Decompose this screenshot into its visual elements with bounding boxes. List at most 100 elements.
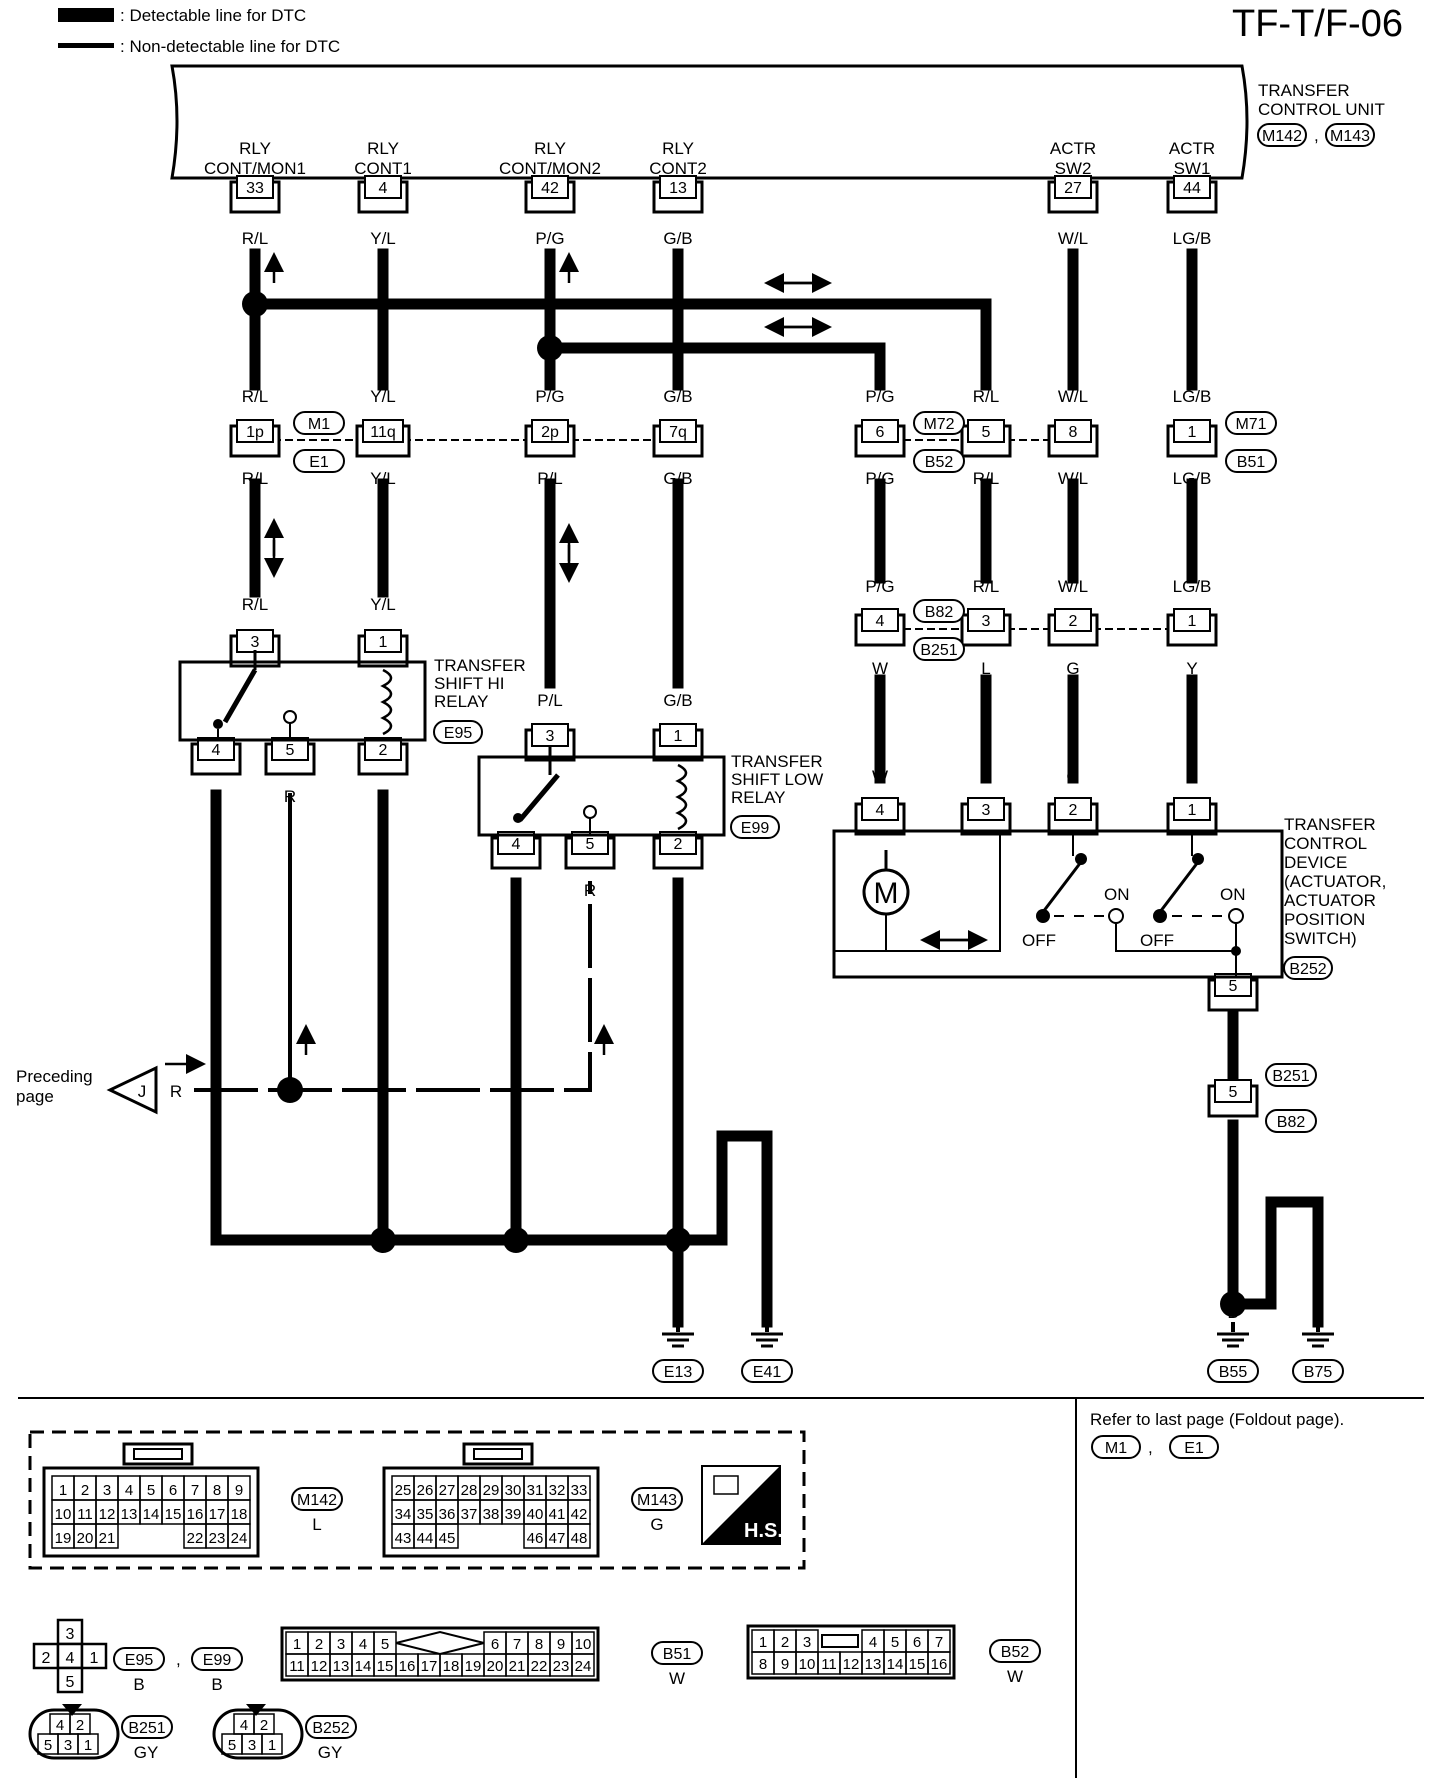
- svg-text:SHIFT LOW: SHIFT LOW: [731, 770, 823, 789]
- hi-relay-pin: 5: [264, 737, 316, 776]
- svg-text:Preceding: Preceding: [16, 1067, 93, 1086]
- wire-color-label: SW1: [1174, 159, 1211, 178]
- pin-number: 7: [191, 1482, 199, 1499]
- wire-color-label: ACTR: [1050, 139, 1096, 158]
- motor-symbol: M: [874, 877, 899, 910]
- svg-text:RELAY: RELAY: [731, 788, 786, 807]
- legend: : Detectable line for DTC : Non-detectab…: [58, 6, 340, 56]
- wire-color-label: G/B: [663, 387, 692, 406]
- svg-text:M1: M1: [1105, 1440, 1127, 1457]
- signal-arrows: [165, 252, 988, 1074]
- pin-number: 5: [381, 1636, 389, 1653]
- pin-number: 10: [55, 1506, 72, 1523]
- pin-number: 12: [311, 1658, 328, 1675]
- svg-text:ON: ON: [1220, 885, 1246, 904]
- wire-color-label: L: [312, 1515, 321, 1534]
- wire-color-label: R/L: [973, 387, 999, 406]
- pin-number: 18: [231, 1506, 248, 1523]
- tcu-terminal-pin: 44: [1166, 175, 1218, 214]
- wire-color-label: P/G: [535, 229, 564, 248]
- svg-text:E1: E1: [1184, 1440, 1204, 1457]
- pin-number: 4: [359, 1636, 367, 1653]
- pin-number: 2: [42, 1650, 51, 1667]
- pin-number: 4: [56, 1717, 64, 1734]
- wire-color-label: W: [669, 1669, 685, 1688]
- wire-color-label: R/L: [242, 469, 268, 488]
- jc-m71-b51-pin: 1: [1166, 419, 1218, 458]
- wires: [194, 248, 1324, 1328]
- pin-number: 4: [212, 742, 221, 759]
- pin-number: 12: [99, 1506, 116, 1523]
- pin-number: 9: [557, 1636, 565, 1653]
- wire-color-label: G: [1066, 767, 1079, 786]
- pin-number: 13: [333, 1658, 350, 1675]
- connector-id-oval: E95: [113, 1647, 165, 1671]
- wire-color-label: R: [284, 787, 296, 806]
- pin-number: 27: [1064, 180, 1082, 197]
- wire-color-label: L: [981, 767, 990, 786]
- wire-color-label: R/L: [973, 469, 999, 488]
- connector-id: B82: [925, 604, 954, 621]
- pin-number: 2: [76, 1717, 84, 1734]
- wire-color-label: Y/L: [370, 469, 396, 488]
- pin-number: 8: [213, 1482, 221, 1499]
- pin-number: 3: [803, 1634, 811, 1651]
- pin-number: 5: [228, 1737, 236, 1754]
- connector-oval: M142: [1257, 123, 1307, 147]
- svg-text:E99: E99: [741, 820, 770, 837]
- svg-text:,: ,: [1148, 1438, 1153, 1457]
- wire-color-label: Y: [1186, 659, 1197, 678]
- wire-color-label: P/L: [537, 691, 563, 710]
- connector-id-oval: B251: [1265, 1063, 1317, 1087]
- pin-number: 20: [487, 1658, 504, 1675]
- connector-id-oval: B75: [1292, 1359, 1344, 1383]
- jc-b82-b251-pin: 4: [854, 608, 906, 647]
- pin-number: 29: [483, 1482, 500, 1499]
- pin-number: 4: [512, 836, 521, 853]
- transfer-shift-low-relay: TRANSFER SHIFT LOW RELAY E99: [477, 745, 823, 839]
- svg-text:TRANSFER: TRANSFER: [1258, 81, 1350, 100]
- wire-color-label: B: [510, 881, 521, 900]
- pin-number: 41: [549, 1506, 566, 1523]
- pin-number: 1: [379, 634, 388, 651]
- connector-id: M1: [308, 416, 330, 433]
- pin-number: 8: [535, 1636, 543, 1653]
- pin-number: 3: [66, 1626, 75, 1643]
- junction-connectors: R/L1pR/LY/L11qY/LP/G2pP/LG/B7qG/BM1E1R/L…: [190, 387, 1317, 1264]
- pin-number: 37: [461, 1506, 478, 1523]
- svg-text:POSITION: POSITION: [1284, 910, 1365, 929]
- wire-color-label: B: [1227, 1065, 1238, 1084]
- svg-text:: Detectable line for DTC: : Detectable line for DTC: [120, 6, 306, 25]
- wire-color-label: SW2: [1055, 159, 1092, 178]
- pin-number: 5: [66, 1674, 75, 1691]
- pin-number: 22: [187, 1530, 204, 1547]
- svg-text:OFF: OFF: [1022, 931, 1056, 950]
- pin-number: 31: [527, 1482, 544, 1499]
- connector-id: M142: [297, 1492, 337, 1509]
- actuator-pin: 5: [1207, 973, 1259, 1012]
- pin-number: 22: [531, 1658, 548, 1675]
- actuator-pin: 1: [1166, 797, 1218, 836]
- hi-relay-pin: 4: [190, 737, 242, 776]
- pin-number: 26: [417, 1482, 434, 1499]
- pin-number: 15: [165, 1506, 182, 1523]
- pin-number: 3: [248, 1737, 256, 1754]
- pin-number: 30: [505, 1482, 522, 1499]
- pin-number: 4: [125, 1482, 133, 1499]
- connector-id-oval: M142: [291, 1487, 343, 1511]
- pin-number: 48: [571, 1530, 588, 1547]
- pin-number: 3: [982, 802, 991, 819]
- actuator-pin: 2: [1047, 797, 1099, 836]
- pin-number: 20: [77, 1530, 94, 1547]
- wire-color-label: Y: [1186, 767, 1197, 786]
- pin-number: 21: [509, 1658, 526, 1675]
- pin-number: 24: [575, 1658, 592, 1675]
- pin-number: 34: [395, 1506, 412, 1523]
